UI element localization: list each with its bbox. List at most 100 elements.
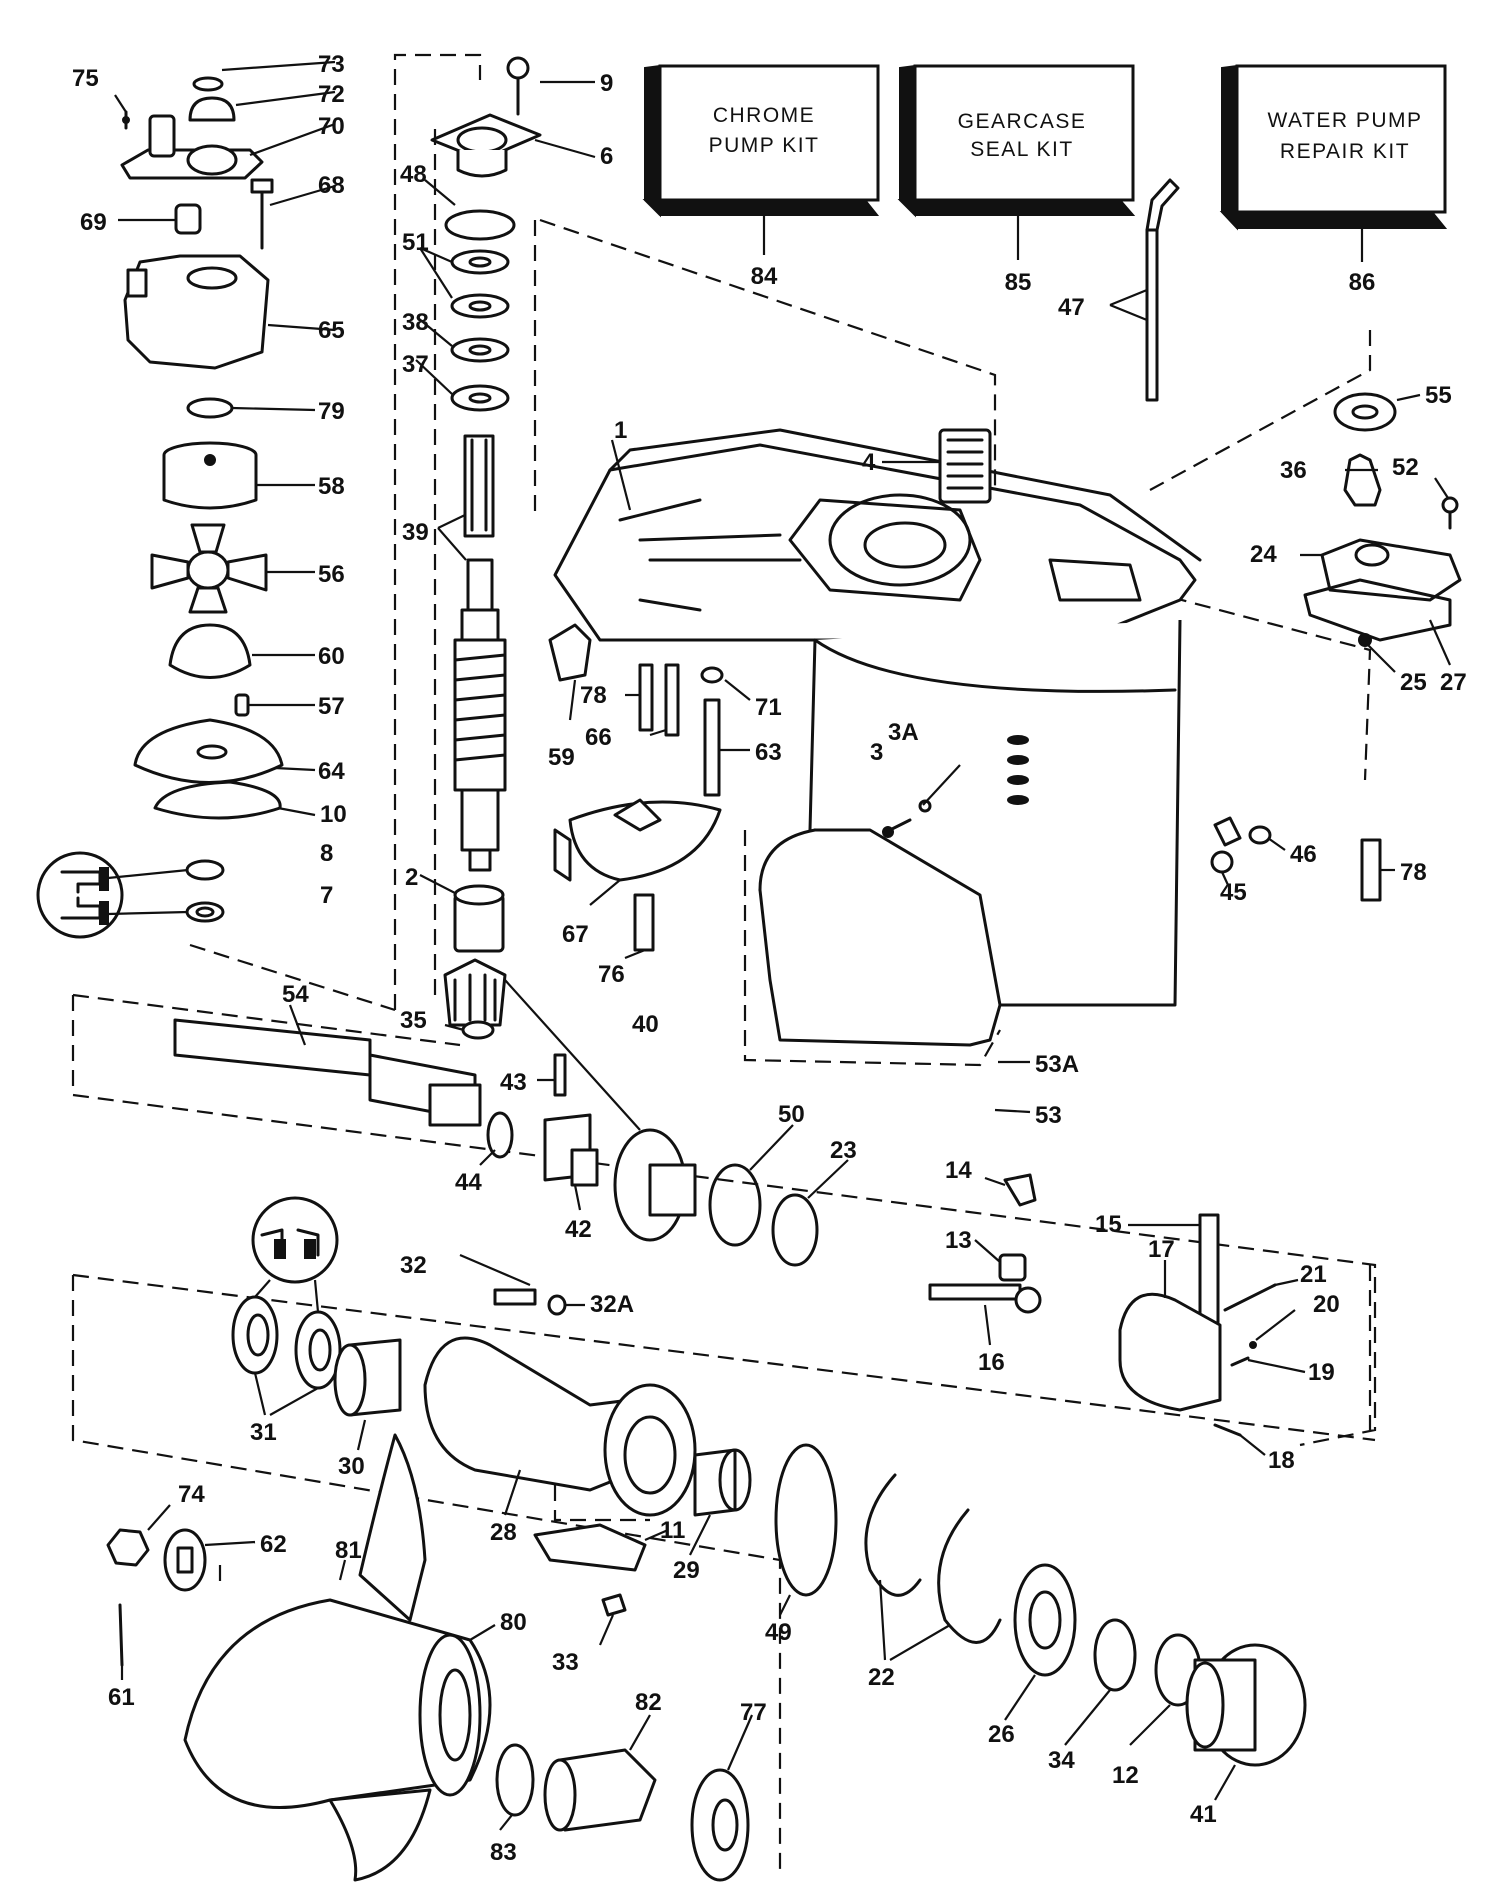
part-label-39: 39 (402, 519, 429, 546)
part-label-20: 20 (1313, 1291, 1340, 1318)
part-label-6: 6 (600, 143, 613, 170)
kit-85-line-2: SEAL KIT (970, 138, 1073, 161)
middle-parts (548, 623, 724, 952)
part-label-14: 14 (945, 1157, 972, 1184)
part-label-15: 15 (1095, 1211, 1122, 1238)
part-label-25: 25 (1400, 669, 1427, 696)
propshaft-parts (173, 1018, 1042, 1314)
part-label-32a: 32A (590, 1291, 634, 1318)
part-label-46: 46 (1290, 841, 1317, 868)
kit-box-chrome-pump: CHROME PUMP KIT 84 (642, 64, 880, 290)
kit-box-gearcase-seal: GEARCASE SEAL KIT 85 (897, 64, 1136, 296)
part-label-30: 30 (338, 1453, 365, 1480)
part-label-62: 62 (260, 1531, 287, 1558)
part-label-22: 22 (868, 1664, 895, 1691)
kit-84-line-2: PUMP KIT (709, 134, 820, 157)
part-label-70: 70 (318, 113, 345, 140)
part-label-19: 19 (1308, 1359, 1335, 1386)
part-label-34: 34 (1048, 1747, 1075, 1774)
part-label-11: 11 (660, 1517, 685, 1544)
part-label-75: 75 (72, 65, 99, 92)
kit-86-number: 86 (1349, 269, 1376, 296)
kit-84-line-1: CHROME (713, 104, 815, 127)
part-label-40: 40 (632, 1011, 659, 1038)
part-label-79: 79 (318, 398, 345, 425)
part-label-29: 29 (673, 1557, 700, 1584)
part-label-24: 24 (1250, 541, 1277, 568)
part-label-3a: 3A (888, 719, 919, 746)
part-label-16: 16 (978, 1349, 1005, 1376)
part-label-53a: 53A (1035, 1051, 1079, 1078)
bearing-carrier-parts (231, 1196, 1307, 1767)
part-label-38: 38 (402, 309, 429, 336)
part-label-33: 33 (552, 1649, 579, 1676)
part-label-26: 26 (988, 1721, 1015, 1748)
kit-86-line-2: REPAIR KIT (1280, 140, 1410, 163)
part-label-35: 35 (400, 1007, 427, 1034)
part-label-47: 47 (1058, 294, 1085, 321)
part-label-41: 41 (1190, 1801, 1217, 1828)
kit-84-number: 84 (751, 263, 778, 290)
water-pump-stack (36, 76, 284, 939)
part-label-9: 9 (600, 70, 613, 97)
part-label-64: 64 (318, 758, 345, 785)
part-labels: 1 2 3 3A 4 6 7 8 9 10 11 12 13 14 15 16 … (72, 51, 1467, 1866)
propeller-parts (106, 1433, 750, 1882)
part-label-80: 80 (500, 1609, 527, 1636)
part-label-77: 77 (740, 1699, 767, 1726)
part-label-18: 18 (1268, 1447, 1295, 1474)
part-label-56: 56 (318, 561, 345, 588)
part-label-58: 58 (318, 473, 345, 500)
part-label-48: 48 (400, 161, 427, 188)
part-label-72: 72 (318, 81, 345, 108)
part-label-78: 78 (580, 682, 607, 709)
kit-box-water-pump-repair: WATER PUMP REPAIR KIT 86 (1219, 64, 1448, 296)
part-label-57: 57 (318, 693, 345, 720)
part-label-68: 68 (318, 172, 345, 199)
right-upper-parts (882, 178, 1462, 902)
part-label-45: 45 (1220, 879, 1247, 906)
part-label-8: 8 (320, 840, 333, 867)
part-label-60: 60 (318, 643, 345, 670)
part-label-59: 59 (548, 744, 575, 771)
part-label-10: 10 (320, 801, 347, 828)
part-label-36: 36 (1280, 457, 1307, 484)
part-label-76: 76 (598, 961, 625, 988)
part-label-27: 27 (1440, 669, 1467, 696)
part-label-31: 31 (250, 1419, 277, 1446)
part-label-12: 12 (1112, 1762, 1139, 1789)
part-label-44: 44 (455, 1169, 482, 1196)
part-label-74: 74 (178, 1481, 205, 1508)
part-label-53: 53 (1035, 1102, 1062, 1129)
part-label-17: 17 (1148, 1236, 1175, 1263)
gearcase-housing (553, 428, 1202, 1047)
assembly-outlines (71, 53, 1377, 1875)
part-label-2: 2 (405, 864, 418, 891)
part-label-3: 3 (870, 739, 883, 766)
part-label-23: 23 (830, 1137, 857, 1164)
part-label-49: 49 (765, 1619, 792, 1646)
part-label-51: 51 (402, 229, 429, 256)
part-label-28: 28 (490, 1519, 517, 1546)
part-label-66: 66 (585, 724, 612, 751)
part-label-13: 13 (945, 1227, 972, 1254)
part-label-55: 55 (1425, 382, 1452, 409)
part-label-37: 37 (402, 351, 429, 378)
kit-boxes: CHROME PUMP KIT 84 GEARCASE SEAL KIT 85 … (642, 64, 1448, 296)
part-label-65: 65 (318, 317, 345, 344)
shift-assembly (1118, 1213, 1277, 1437)
part-label-78b: 78 (1400, 859, 1427, 886)
part-label-83: 83 (490, 1839, 517, 1866)
driveshaft-stack (430, 56, 542, 1040)
part-label-81: 81 (335, 1537, 362, 1564)
part-label-4: 4 (862, 449, 876, 476)
part-label-32: 32 (400, 1252, 427, 1279)
part-label-71: 71 (755, 694, 782, 721)
part-label-7: 7 (320, 882, 333, 909)
part-label-50: 50 (778, 1101, 805, 1128)
leader-lines (114, 60, 1452, 1831)
kit-85-number: 85 (1005, 269, 1032, 296)
part-label-82: 82 (635, 1689, 662, 1716)
part-label-63: 63 (755, 739, 782, 766)
